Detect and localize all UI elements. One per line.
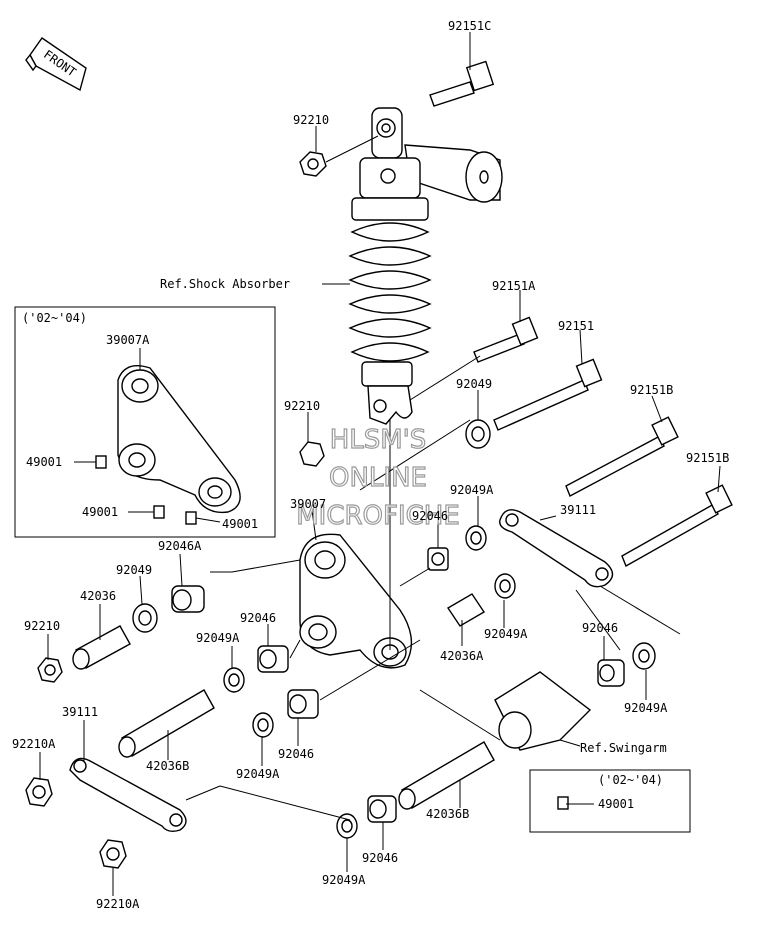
collar-92049a-far-right xyxy=(632,642,656,670)
label-42036b-2: 42036B xyxy=(426,807,469,821)
watermark-line-2: ONLINE xyxy=(329,463,427,493)
label-92210a-2: 92210A xyxy=(96,897,140,911)
label-92151a: 92151A xyxy=(492,279,536,293)
rocker-arm-39007a xyxy=(117,365,241,514)
rod-39111-right xyxy=(499,509,614,588)
sleeve-42036 xyxy=(72,625,131,670)
leader-lines xyxy=(39,32,721,896)
bearing-92046-bottom xyxy=(367,795,397,823)
collar-92049-left xyxy=(132,603,158,633)
inset-top-title: ('02~'04) xyxy=(22,311,87,325)
rod-39111-left xyxy=(69,757,187,833)
label-92151b-2: 92151B xyxy=(686,451,729,465)
part-labels: 92151C 92210 Ref.Shock Absorber 92151A 9… xyxy=(12,19,729,911)
grease-nipple-49001-3 xyxy=(185,511,197,525)
label-92049a-3: 92049A xyxy=(484,627,528,641)
bearing-92046-right xyxy=(597,659,625,687)
ref-swingarm: Ref.Swingarm xyxy=(580,741,667,755)
collar-92049a-lower-mid xyxy=(252,712,274,738)
collar-92049a-mid xyxy=(223,667,245,693)
watermark-line-1: HLSM'S xyxy=(330,425,427,455)
inset-bottom-title: ('02~'04) xyxy=(598,773,663,787)
label-92046-5: 92046 xyxy=(362,851,398,865)
nut-92210-left xyxy=(37,657,63,683)
sleeve-42036b-left xyxy=(118,689,215,758)
collar-92049a-bottom xyxy=(336,813,358,839)
label-42036: 42036 xyxy=(80,589,116,603)
label-92049: 92049 xyxy=(456,377,492,391)
watermark-line-3: MICROFICHE xyxy=(296,501,460,531)
label-49001-4: 49001 xyxy=(598,797,634,811)
label-92049a-2: 92049A xyxy=(196,631,240,645)
label-49001-3: 49001 xyxy=(222,517,258,531)
label-92151c: 92151C xyxy=(448,19,491,33)
label-39007a: 39007A xyxy=(106,333,150,347)
label-92046a: 92046A xyxy=(158,539,202,553)
inset-box-bottom xyxy=(529,769,691,833)
label-92210-mid: 92210 xyxy=(284,399,320,413)
label-92046-1: 92046 xyxy=(412,509,448,523)
bolt-92151b-upper xyxy=(565,416,679,497)
label-92151: 92151 xyxy=(558,319,594,333)
shock-absorber xyxy=(348,107,503,425)
label-92210-top: 92210 xyxy=(293,113,329,127)
label-42036b-1: 42036B xyxy=(146,759,189,773)
ref-shock-absorber: Ref.Shock Absorber xyxy=(160,277,290,291)
label-92049a-4: 92049A xyxy=(624,701,668,715)
bearing-92046a xyxy=(171,585,205,613)
label-92049-left: 92049 xyxy=(116,563,152,577)
bolt-92151c xyxy=(429,60,495,107)
grease-nipple-49001-2 xyxy=(153,505,165,519)
label-92210-left: 92210 xyxy=(24,619,60,633)
label-39111-left: 39111 xyxy=(62,705,98,719)
label-92049a-6: 92049A xyxy=(322,873,366,887)
rocker-arm-39007 xyxy=(299,533,413,669)
nut-92210-mid xyxy=(299,441,325,467)
label-92046-4: 92046 xyxy=(278,747,314,761)
label-92210a-1: 92210A xyxy=(12,737,56,751)
front-arrow-icon: FRONT xyxy=(25,37,87,92)
bearing-92046-3 xyxy=(287,689,319,719)
sleeve-42036a xyxy=(447,593,485,627)
label-92049a-1: 92049A xyxy=(450,483,494,497)
label-92046-3: 92046 xyxy=(582,621,618,635)
label-39111-right: 39111 xyxy=(560,503,596,517)
label-39007: 39007 xyxy=(290,497,326,511)
nut-92210a-upper xyxy=(25,777,53,807)
collar-92049 xyxy=(465,419,491,449)
nut-92210a-lower xyxy=(99,839,127,869)
swingarm-ref xyxy=(494,671,592,751)
label-92151b-1: 92151B xyxy=(630,383,673,397)
inset-box-top xyxy=(14,306,276,538)
bolt-92151a xyxy=(473,316,539,363)
label-49001-2: 49001 xyxy=(82,505,118,519)
watermark: HLSM'S ONLINE MICROFICHE xyxy=(296,424,461,531)
collar-92049a-upper xyxy=(465,525,487,551)
label-42036a: 42036A xyxy=(440,649,484,663)
bearing-92046-2 xyxy=(257,645,289,673)
label-92049a-5: 92049A xyxy=(236,767,280,781)
grease-nipple-49001-1 xyxy=(95,455,107,469)
label-49001-1: 49001 xyxy=(26,455,62,469)
nut-92210-top xyxy=(299,151,327,177)
bolt-92151 xyxy=(493,358,603,431)
bearing-92046-1 xyxy=(427,547,449,571)
bolt-92151b-lower xyxy=(621,484,733,568)
label-92046-2: 92046 xyxy=(240,611,276,625)
grease-nipple-49001-4 xyxy=(557,796,569,810)
sleeve-42036b-right xyxy=(398,741,495,810)
collar-92049a-right xyxy=(494,573,516,599)
